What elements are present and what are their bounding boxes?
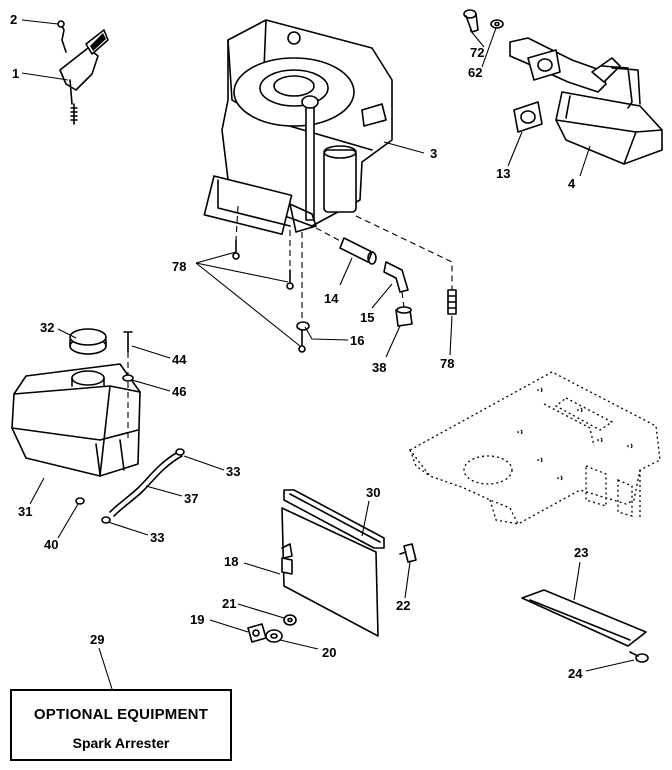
washer-21-part xyxy=(283,614,297,626)
fuel-tank-part xyxy=(11,363,141,477)
optional-equipment-box: OPTIONAL EQUIPMENT Spark Arrester xyxy=(10,689,232,761)
callout-16: 16 xyxy=(350,333,364,348)
callout-20: 20 xyxy=(322,645,336,660)
callout-15: 15 xyxy=(360,310,374,325)
callout-1: 1 xyxy=(12,66,19,81)
fuel-line-part xyxy=(101,448,185,524)
washer-62-part xyxy=(490,19,504,29)
washer-46-part xyxy=(122,374,134,382)
callout-30: 30 xyxy=(366,485,380,500)
callout-44: 44 xyxy=(172,352,187,367)
callout-31: 31 xyxy=(18,504,32,519)
callout-24: 24 xyxy=(568,666,583,681)
throttle-control-part xyxy=(57,20,109,125)
bolt-22-part xyxy=(399,543,417,563)
spark-arrester-label: Spark Arrester xyxy=(72,735,170,751)
callout-32: 32 xyxy=(40,320,54,335)
callout-3: 3 xyxy=(430,146,437,161)
drain-cap-part xyxy=(395,306,413,327)
leader-lines xyxy=(21,19,635,690)
callout-62: 62 xyxy=(468,65,482,80)
callout-37: 37 xyxy=(184,491,198,506)
callout-78: 78 xyxy=(440,356,454,371)
muffler-part xyxy=(509,37,663,165)
exhaust-gasket-part xyxy=(513,101,543,133)
oil-drain-pipe-part xyxy=(315,227,377,265)
callout-18: 18 xyxy=(224,554,238,569)
callout-72: 72 xyxy=(470,45,484,60)
callout-78-group: 78 xyxy=(172,259,186,274)
callout-4: 4 xyxy=(568,176,576,191)
callout-labels: 2 1 3 4 13 72 62 78 14 15 16 38 78 32 44… xyxy=(10,12,588,681)
callout-14: 14 xyxy=(324,291,339,306)
nut-19-part xyxy=(247,623,267,643)
engine-part xyxy=(203,19,393,235)
bolt-72-part xyxy=(463,9,479,33)
callout-40: 40 xyxy=(44,537,58,552)
engine-bolt-78-part xyxy=(355,215,457,315)
callout-46: 46 xyxy=(172,384,186,399)
callout-29: 29 xyxy=(90,632,104,647)
fuel-cap-part xyxy=(69,328,107,355)
callout-19: 19 xyxy=(190,612,204,627)
callout-21: 21 xyxy=(222,596,236,611)
cover-plate-part xyxy=(521,589,647,647)
screw-44-part xyxy=(123,331,133,440)
seal-strip-part xyxy=(283,489,385,549)
clip-40-part xyxy=(75,497,85,505)
heat-shield-part xyxy=(281,507,379,637)
screw-24-part xyxy=(629,651,649,663)
callout-2: 2 xyxy=(10,12,17,27)
callout-33-upper: 33 xyxy=(226,464,240,479)
callout-33-lower: 33 xyxy=(150,530,164,545)
frame-part xyxy=(409,371,661,525)
callout-22: 22 xyxy=(396,598,410,613)
optional-equipment-title: OPTIONAL EQUIPMENT xyxy=(33,706,209,723)
callout-13: 13 xyxy=(496,166,510,181)
elbow-fitting-part xyxy=(383,261,409,309)
washer-20-part xyxy=(265,629,283,643)
callout-38: 38 xyxy=(372,360,386,375)
callout-23: 23 xyxy=(574,545,588,560)
